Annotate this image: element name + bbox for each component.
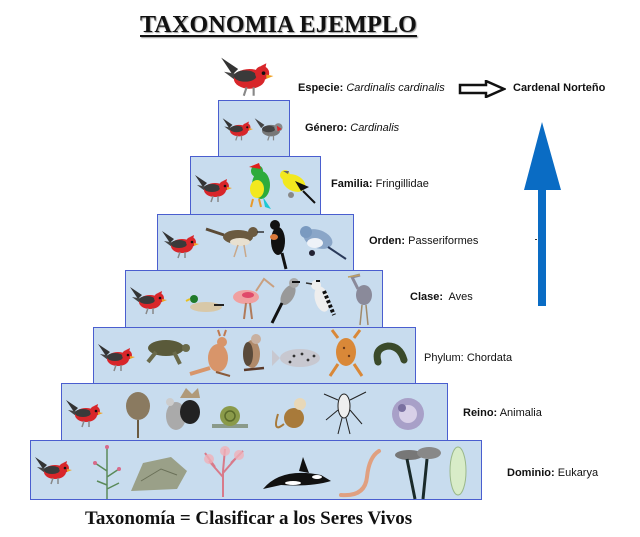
phylum-organisms <box>97 329 408 377</box>
sea-turtle-icon <box>146 340 190 365</box>
reino-organisms <box>65 388 424 438</box>
mallard-icon <box>185 295 224 312</box>
cardinal-icon <box>194 174 233 203</box>
tier-orden <box>157 214 354 271</box>
thrush-icon <box>205 227 264 258</box>
dominio-organisms <box>34 445 467 500</box>
label-familia: Familia: Fringillidae <box>331 178 429 190</box>
label-reino: Reino: Animalia <box>463 407 542 419</box>
species-name: Cardinalis cardinalis <box>346 82 445 94</box>
species-label: Especie: Cardinalis cardinalis <box>298 82 445 94</box>
sage-grouse-icon <box>166 388 200 430</box>
genero-organisms <box>222 117 283 142</box>
orden-organisms <box>161 220 347 270</box>
familia-organisms <box>194 163 316 209</box>
blue-warbler-icon <box>300 226 347 260</box>
common-name: Cardenal Norteño <box>513 82 606 94</box>
spoonbill-icon <box>233 277 275 320</box>
frog-icon <box>328 329 364 377</box>
tier-dominio <box>30 440 482 500</box>
tier-phylum <box>93 327 416 384</box>
label-genero: Género: Cardinalis <box>305 122 400 134</box>
tier-familia <box>190 156 321 215</box>
squirrel-monkey-icon <box>275 398 306 429</box>
flowering-plant-icon <box>93 445 121 499</box>
species-rank: Especie: <box>298 82 344 94</box>
hollow-right-arrow-icon <box>458 80 506 98</box>
horseshoe-crab-icon <box>126 392 150 438</box>
salamander-icon <box>373 342 408 366</box>
orca-icon <box>263 457 331 489</box>
cardinal-icon <box>97 343 136 372</box>
pyrrhuloxia-icon <box>254 118 283 141</box>
cardinal-icon <box>161 230 200 259</box>
earthworm-icon <box>339 449 381 498</box>
sea-anemone-icon <box>392 398 424 430</box>
woodpecker-icon <box>305 280 336 316</box>
heron-icon <box>347 273 372 326</box>
snail-icon <box>212 406 248 428</box>
tier-reino <box>61 383 448 441</box>
red-algae-icon <box>204 446 244 497</box>
label-dominio: Dominio: Eukarya <box>507 467 599 479</box>
mushrooms-icon <box>395 447 441 500</box>
label-clase: Clase: Aves <box>410 291 473 303</box>
cardinal-species-icon <box>220 56 275 97</box>
label-orden: Orden: Passeriformes <box>369 235 479 247</box>
blackbird-icon <box>270 220 288 270</box>
dot-mark <box>535 239 537 240</box>
cardinal-icon <box>34 456 73 485</box>
footer-caption: Taxonomía = Clasificar a los Seres Vivos <box>85 508 413 529</box>
hawk-icon <box>243 334 265 372</box>
grouper-fish-icon <box>272 349 320 367</box>
cardinal-icon <box>222 117 254 142</box>
diagram-title: TAXONOMIA EJEMPLO <box>140 12 417 38</box>
goldfinch-icon <box>280 170 316 204</box>
beetle-icon <box>323 391 367 435</box>
blue-up-arrow-icon <box>524 122 561 306</box>
clase-organisms <box>129 273 372 326</box>
shrike-icon <box>270 278 300 324</box>
painted-bunting-icon <box>249 163 271 209</box>
kangaroo-icon <box>189 329 231 377</box>
paramecium-icon <box>449 446 467 496</box>
tier-genero <box>218 100 290 157</box>
label-phylum: Phylum: Chordata <box>424 352 513 364</box>
tier-clase <box>125 270 383 328</box>
lichen-rock-icon <box>131 457 187 491</box>
cardinal-icon <box>65 399 104 428</box>
cardinal-icon <box>129 286 168 315</box>
